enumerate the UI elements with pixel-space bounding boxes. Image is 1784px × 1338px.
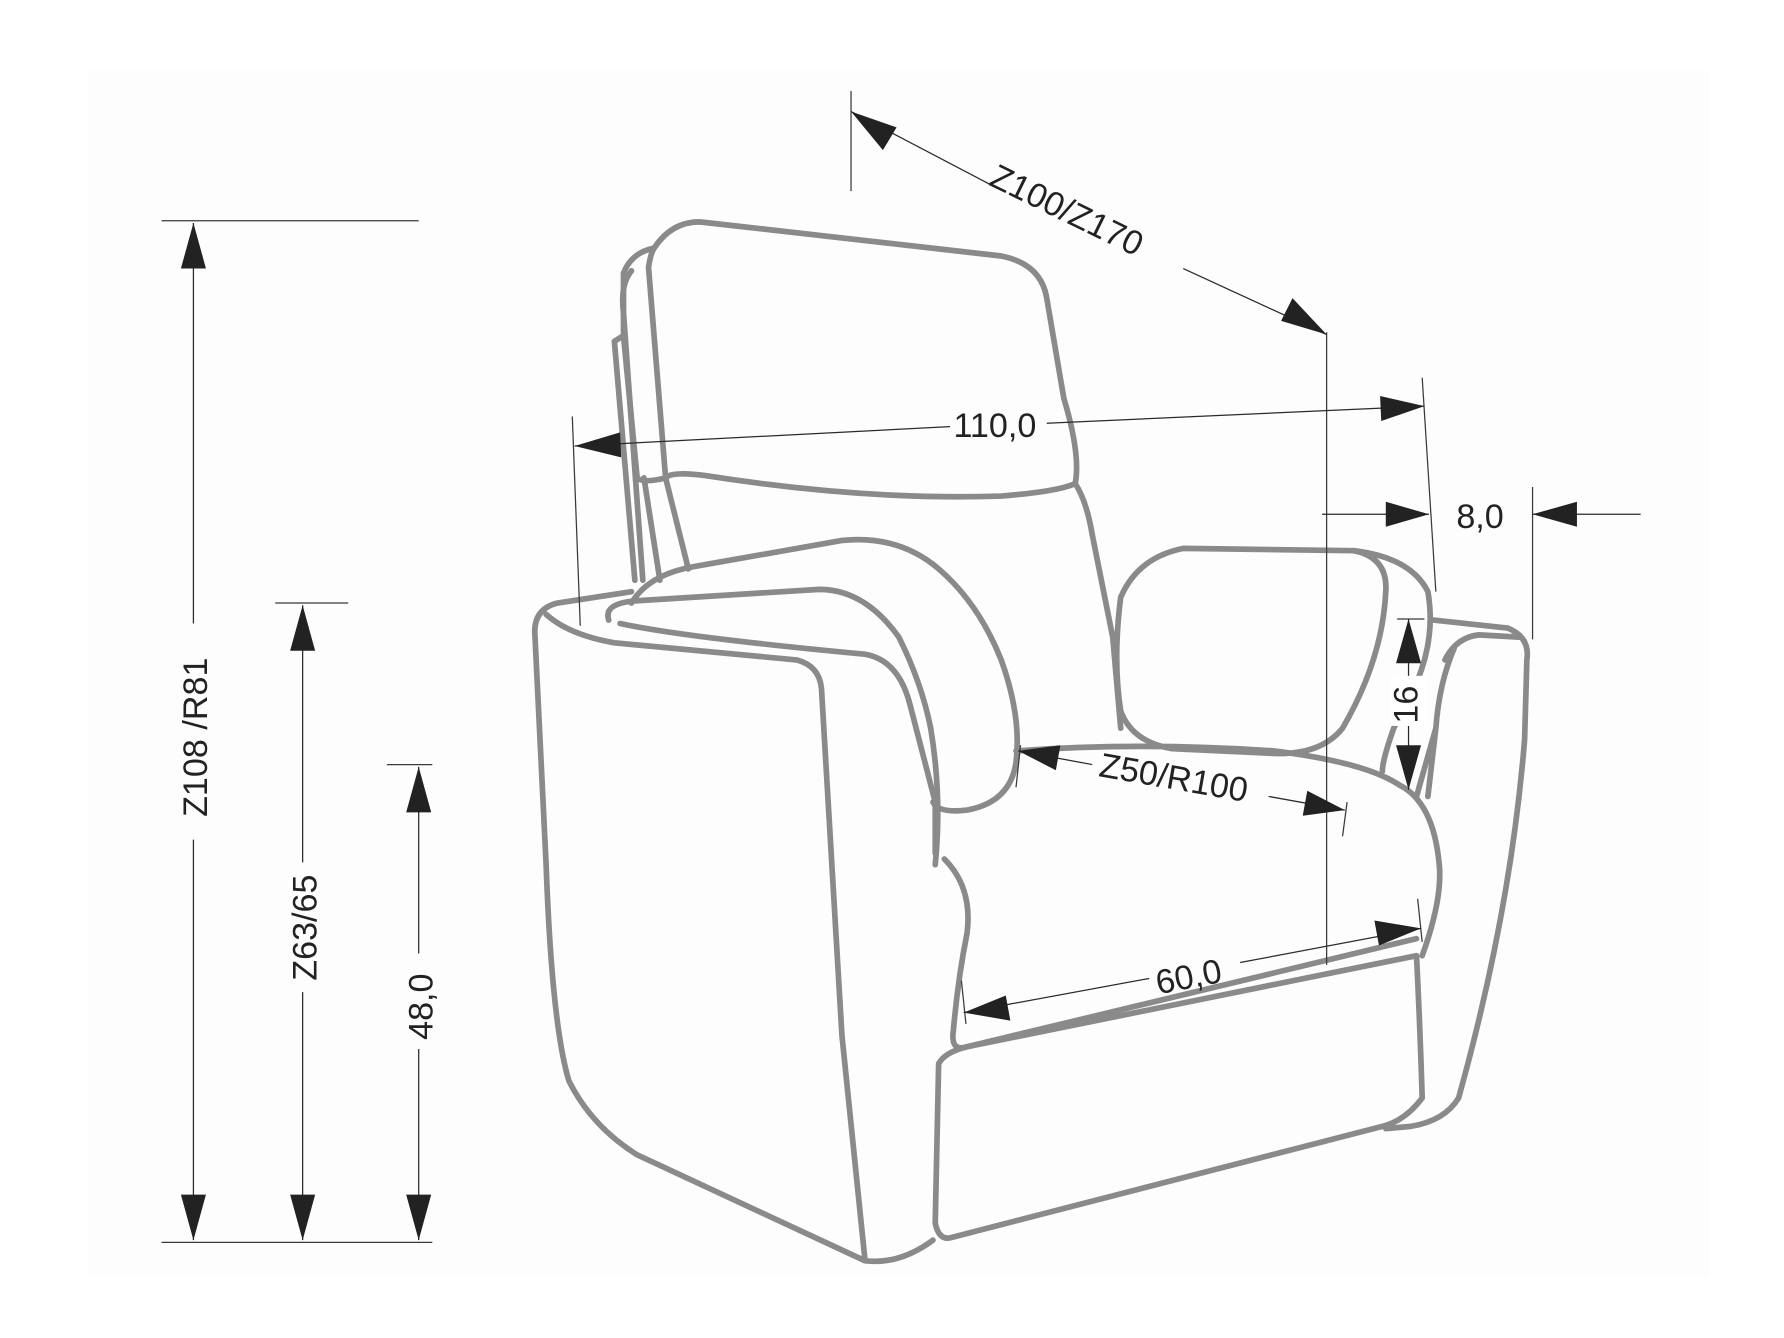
left-armrest: [531, 588, 936, 1265]
lower-back-side: [641, 475, 663, 584]
headrest-cushion: [645, 219, 1080, 500]
right-armrest: [1382, 617, 1531, 1132]
seat-cushion: [941, 743, 1443, 1051]
right-pillow-back: [1351, 547, 1434, 775]
dimension-width: 110,0: [571, 377, 1437, 626]
label-backrest-offset: 8,0: [1456, 498, 1503, 536]
left-arm-pillow: [628, 536, 1021, 814]
dimension-seat-width: 60,0: [960, 898, 1423, 1025]
left-armrest-top: [605, 586, 941, 868]
label-armrest-height: Z63/65: [286, 874, 324, 980]
lower-back-cushion: [662, 475, 1124, 732]
right-pillow: [1113, 545, 1389, 757]
label-width: 110,0: [953, 407, 1036, 445]
label-total-height: Z108 /R81: [177, 658, 215, 817]
dimension-seat-height: 48,0: [386, 763, 440, 1241]
dimension-armrest-height: Z63/65: [275, 602, 349, 1241]
label-seat-height: 48,0: [402, 973, 440, 1039]
dimension-backrest-offset: 8,0: [1322, 486, 1641, 640]
label-arm-above-seat: 16: [1388, 686, 1426, 724]
seat-front-panel: [932, 952, 1426, 1241]
dimension-total-height: Z108 /R81: [161, 220, 433, 1244]
left-armrest-inner: [617, 620, 939, 857]
dimension-arm-above-seat: 16: [1388, 618, 1427, 790]
right-armrest-inner: [1413, 645, 1457, 800]
headrest-side: [620, 245, 669, 484]
armchair-outline: [531, 219, 1531, 1265]
